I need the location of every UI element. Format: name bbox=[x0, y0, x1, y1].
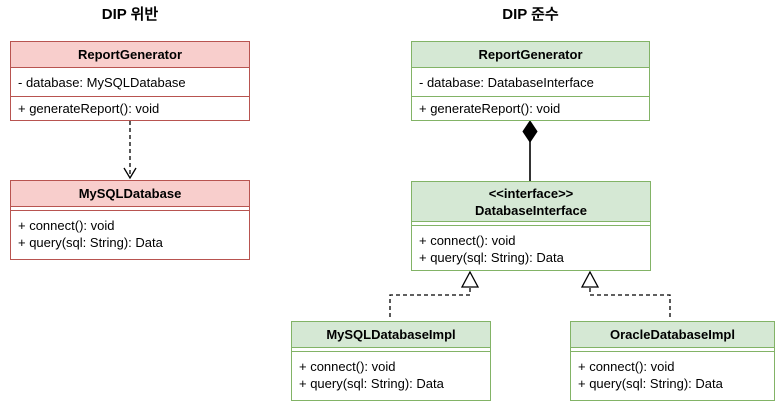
class-method: + query(sql: String): Data bbox=[299, 376, 444, 391]
realization-triangle-oracle bbox=[580, 270, 600, 288]
violation-panel-title: DIP 위반 bbox=[101, 6, 159, 23]
class-name: DatabaseInterface bbox=[475, 202, 587, 218]
class-method: + connect(): void bbox=[18, 218, 115, 233]
methods-compartment: + connect(): void + query(sql: String): … bbox=[11, 211, 249, 259]
class-method: + generateReport(): void bbox=[18, 101, 160, 116]
methods-compartment: + connect(): void + query(sql: String): … bbox=[412, 226, 650, 270]
class-method: + connect(): void bbox=[578, 359, 675, 374]
compliance-panel-title: DIP 준수 bbox=[502, 6, 559, 23]
methods-compartment: + connect(): void + query(sql: String): … bbox=[292, 352, 490, 400]
realization-line-oracle bbox=[589, 288, 671, 320]
class-box-mysqldatabase: MySQLDatabase + connect(): void + query(… bbox=[10, 180, 250, 260]
class-method: + query(sql: String): Data bbox=[419, 250, 564, 265]
empty-attributes-compartment bbox=[571, 348, 774, 352]
class-box-reportgenerator-compliance: ReportGenerator - database: DatabaseInte… bbox=[411, 41, 650, 121]
realization-triangle-mysql bbox=[460, 270, 480, 288]
class-method: + generateReport(): void bbox=[419, 101, 561, 116]
class-attribute: - database: MySQLDatabase bbox=[11, 68, 249, 97]
interface-header: <<interface>> DatabaseInterface bbox=[412, 182, 650, 222]
dependency-open-arrowhead bbox=[123, 167, 137, 180]
class-name: OracleDatabaseImpl bbox=[571, 322, 774, 348]
empty-attributes-compartment bbox=[292, 348, 490, 352]
class-box-reportgenerator-violation: ReportGenerator - database: MySQLDatabas… bbox=[10, 41, 250, 121]
class-method: + connect(): void bbox=[299, 359, 396, 374]
class-method: + query(sql: String): Data bbox=[578, 376, 723, 391]
composition-diamond bbox=[522, 120, 538, 143]
class-attribute: - database: DatabaseInterface bbox=[412, 68, 649, 97]
interface-stereotype: <<interface>> bbox=[488, 185, 574, 201]
class-name: MySQLDatabase bbox=[11, 181, 249, 207]
class-name: ReportGenerator bbox=[11, 42, 249, 68]
empty-attributes-compartment bbox=[412, 222, 650, 226]
class-method: + connect(): void bbox=[419, 233, 516, 248]
methods-compartment: + connect(): void + query(sql: String): … bbox=[571, 352, 774, 400]
class-box-oracledatabaseimpl: OracleDatabaseImpl + connect(): void + q… bbox=[570, 321, 775, 401]
class-box-databaseinterface: <<interface>> DatabaseInterface + connec… bbox=[411, 181, 651, 271]
empty-attributes-compartment bbox=[11, 207, 249, 211]
class-method: + query(sql: String): Data bbox=[18, 235, 163, 250]
class-box-mysqldatabaseimpl: MySQLDatabaseImpl + connect(): void + qu… bbox=[291, 321, 491, 401]
class-name: ReportGenerator bbox=[412, 42, 649, 68]
class-name: MySQLDatabaseImpl bbox=[292, 322, 490, 348]
realization-line-mysql bbox=[389, 288, 471, 320]
